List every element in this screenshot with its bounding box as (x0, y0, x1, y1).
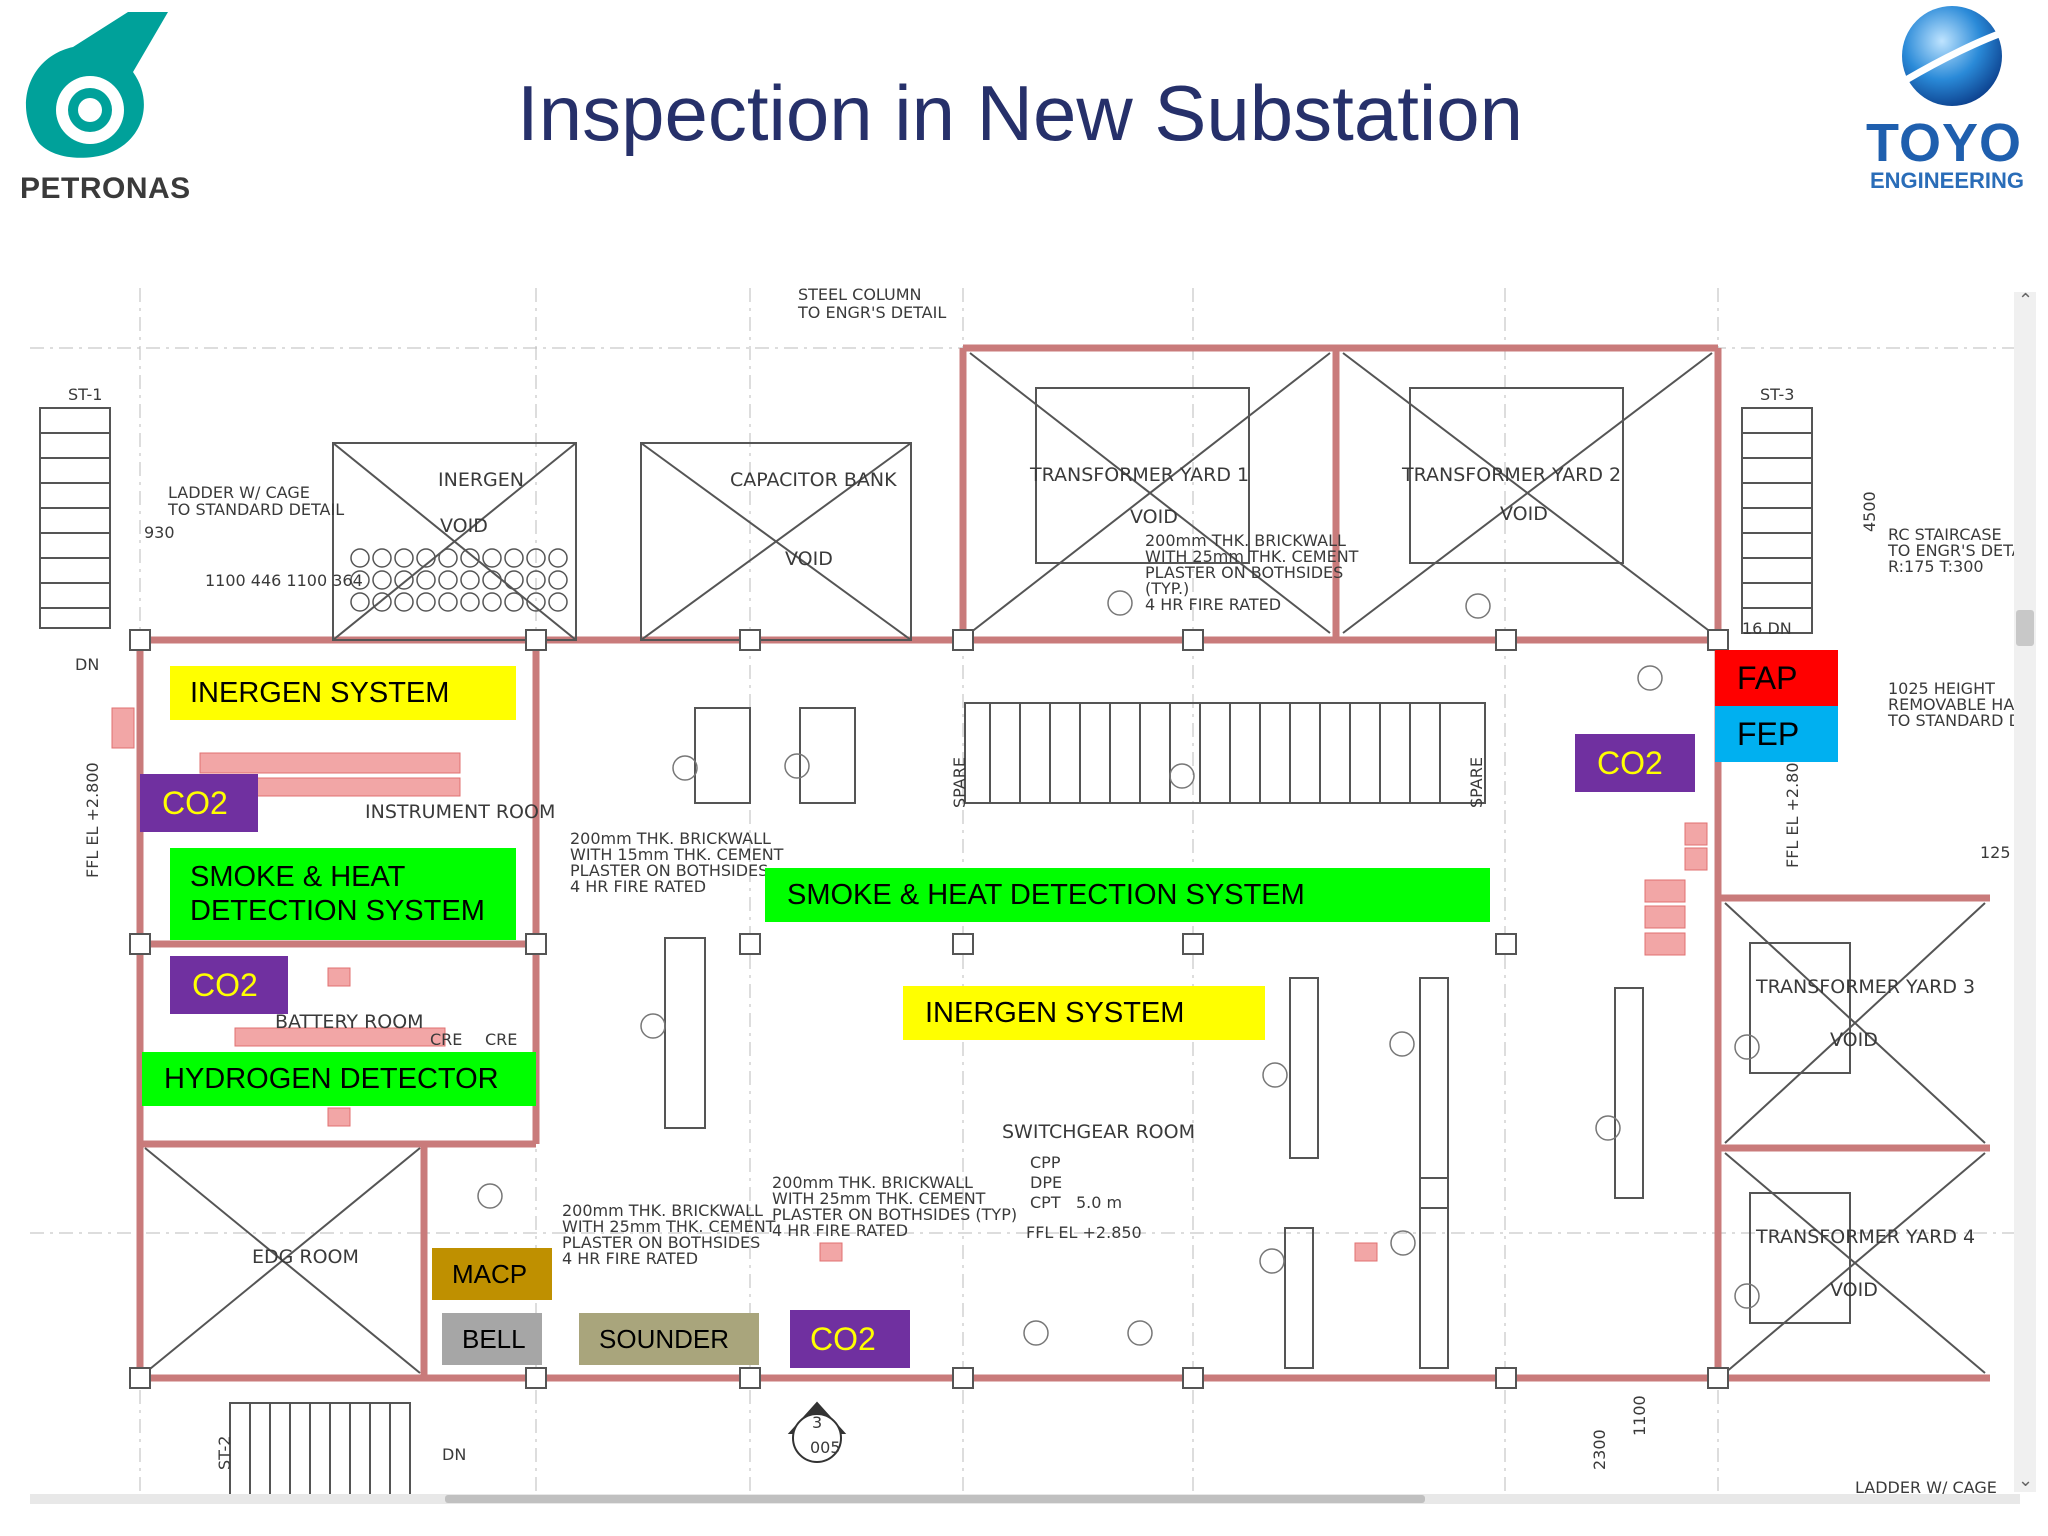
note-spare-right: SPARE (1467, 757, 1486, 808)
page-title: Inspection in New Substation (517, 69, 1523, 157)
scroll-down-arrow-icon[interactable]: ⌄ (2018, 1470, 2034, 1491)
note-st1: ST-1 (68, 385, 102, 404)
note-hand-2: REMOVABLE HAND (1888, 695, 2020, 714)
note-edg-brick-3: PLASTER ON BOTHSIDES (562, 1233, 760, 1252)
void-capacitor: VOID (785, 548, 833, 570)
note-cpt-val: 5.0 m (1076, 1193, 1122, 1212)
note-brick25-5: 4 HR FIRE RATED (1145, 595, 1281, 614)
section-ref: 005 (810, 1438, 841, 1457)
note-edg-brick-4: 4 HR FIRE RATED (562, 1249, 698, 1268)
room-transformer-yard-1: TRANSFORMER YARD 1 (1029, 464, 1249, 486)
note-dn-left: DN (75, 655, 99, 674)
note-cpt: CPT (1030, 1193, 1061, 1212)
void-ty1: VOID (1130, 506, 1178, 528)
note-ladder-2: TO STANDARD DETAIL (167, 500, 344, 519)
note-brick15-3: PLASTER ON BOTHSIDES (570, 861, 768, 880)
label-co2-4: CO2 (790, 1310, 910, 1368)
note-sw-brick-1: 200mm THK. BRICKWALL (772, 1173, 973, 1192)
note-ladder-1: LADDER W/ CAGE (168, 483, 310, 502)
note-edg-brick-2: WITH 25mm THK. CEMENT (562, 1217, 776, 1236)
note-sw-brick-3: PLASTER ON BOTHSIDES (TYP) (772, 1205, 1017, 1224)
room-switchgear: SWITCHGEAR ROOM (1002, 1121, 1195, 1143)
toyo-globe-icon (1902, 6, 2012, 106)
note-spare-left: SPARE (950, 757, 969, 808)
note-hand-3: TO STANDARD DE (1887, 711, 2020, 730)
room-transformer-yard-2: TRANSFORMER YARD 2 (1401, 464, 1621, 486)
note-1100: 1100 (1630, 1395, 1649, 1436)
room-instrument: INSTRUMENT ROOM (365, 801, 555, 823)
note-brick25-3: PLASTER ON BOTHSIDES (1145, 563, 1343, 582)
room-edg: EDG ROOM (252, 1246, 359, 1268)
note-brick15-4: 4 HR FIRE RATED (570, 877, 706, 896)
label-smoke-heat-2: SMOKE & HEAT DETECTION SYSTEM (765, 868, 1490, 922)
label-co2-1: CO2 (140, 774, 258, 832)
section-num: 3 (812, 1413, 822, 1432)
note-hand-1: 1025 HEIGHT (1888, 679, 1995, 698)
petronas-emblem-icon (25, 12, 169, 158)
vertical-scroll-thumb[interactable] (2016, 610, 2034, 646)
note-930: 930 (144, 523, 175, 542)
note-ladder-bottom: LADDER W/ CAGE (1855, 1478, 1997, 1497)
note-dpe: DPE (1030, 1173, 1062, 1192)
horizontal-scroll-thumb[interactable] (445, 1495, 1425, 1503)
note-brick15-1: 200mm THK. BRICKWALL (570, 829, 771, 848)
void-ty3: VOID (1830, 1029, 1878, 1051)
note-edg-brick-1: 200mm THK. BRICKWALL (562, 1201, 763, 1220)
label-fep: FEP (1715, 706, 1838, 762)
label-hydrogen-detector: HYDROGEN DETECTOR (142, 1052, 536, 1106)
note-cre-2: CRE (485, 1030, 517, 1049)
note-rc-stair-3: R:175 T:300 (1888, 557, 1984, 576)
note-2300: 2300 (1590, 1429, 1609, 1470)
note-engrs-detail: TO ENGR'S DETAIL (797, 303, 946, 322)
note-st3: ST-3 (1760, 385, 1794, 404)
floor-plan-drawing: INERGEN VOID CAPACITOR BANK VOID TRANSFO… (30, 288, 2020, 1500)
note-brick25-1: 200mm THK. BRICKWALL (1145, 531, 1346, 550)
toyo-wordmark: TOYO (1866, 113, 2023, 173)
void-inergen: VOID (440, 515, 488, 537)
room-transformer-yard-4: TRANSFORMER YARD 4 (1755, 1226, 1975, 1248)
vertical-scrollbar[interactable] (2014, 292, 2036, 1492)
note-brick15-2: WITH 15mm THK. CEMENT (570, 845, 784, 864)
label-inergen-system-1: INERGEN SYSTEM (170, 666, 516, 720)
note-rc-stair-1: RC STAIRCASE (1888, 525, 2002, 544)
note-brick25-2: WITH 25mm THK. CEMENT (1145, 547, 1359, 566)
scroll-up-arrow-icon[interactable]: ⌃ (2018, 290, 2034, 311)
floor-plan-svg: INERGEN VOID CAPACITOR BANK VOID TRANSFO… (30, 288, 2020, 1500)
label-smoke-heat-1: SMOKE & HEAT DETECTION SYSTEM (170, 848, 516, 940)
label-sounder: SOUNDER (579, 1313, 759, 1365)
label-macp: MACP (432, 1248, 552, 1300)
note-dn-bottom: DN (442, 1445, 466, 1464)
label-fap: FAP (1715, 650, 1838, 706)
note-brick25-4: (TYP.) (1145, 579, 1189, 598)
note-ffl-right: FFL EL +2.80 (1783, 762, 1802, 868)
label-inergen-system-2: INERGEN SYSTEM (903, 986, 1265, 1040)
room-battery: BATTERY ROOM (275, 1011, 424, 1033)
note-sw-brick-2: WITH 25mm THK. CEMENT (772, 1189, 986, 1208)
note-125: 125 (1980, 843, 2011, 862)
label-bell: BELL (442, 1313, 542, 1365)
toyo-subtext: ENGINEERING (1870, 168, 2025, 193)
void-ty4: VOID (1830, 1279, 1878, 1301)
room-inergen: INERGEN (438, 469, 524, 491)
void-ty2: VOID (1500, 503, 1548, 525)
note-sw-brick-4: 4 HR FIRE RATED (772, 1221, 908, 1240)
note-16-dn: 16 DN (1742, 619, 1792, 638)
room-transformer-yard-3: TRANSFORMER YARD 3 (1755, 976, 1975, 998)
petronas-logo: PETRONAS (18, 12, 208, 212)
room-capacitor-bank: CAPACITOR BANK (730, 469, 897, 491)
note-cpp: CPP (1030, 1153, 1061, 1172)
note-4500: 4500 (1860, 491, 1879, 532)
note-ffl-sw: FFL EL +2.850 (1026, 1223, 1142, 1242)
label-co2-3: CO2 (1575, 734, 1695, 792)
label-co2-2: CO2 (170, 956, 288, 1014)
note-rc-stair-2: TO ENGR'S DETAIL (1887, 541, 2020, 560)
note-dims-row: 1100 446 1100 364 (205, 571, 363, 590)
toyo-logo: TOYO ENGINEERING (1860, 0, 2040, 200)
petronas-wordmark: PETRONAS (20, 172, 191, 205)
note-st2: ST-2 (215, 1436, 234, 1470)
note-cre-1: CRE (430, 1030, 462, 1049)
note-ffl-left: FFL EL +2.800 (83, 762, 102, 878)
note-steel-column: STEEL COLUMN (798, 288, 922, 304)
